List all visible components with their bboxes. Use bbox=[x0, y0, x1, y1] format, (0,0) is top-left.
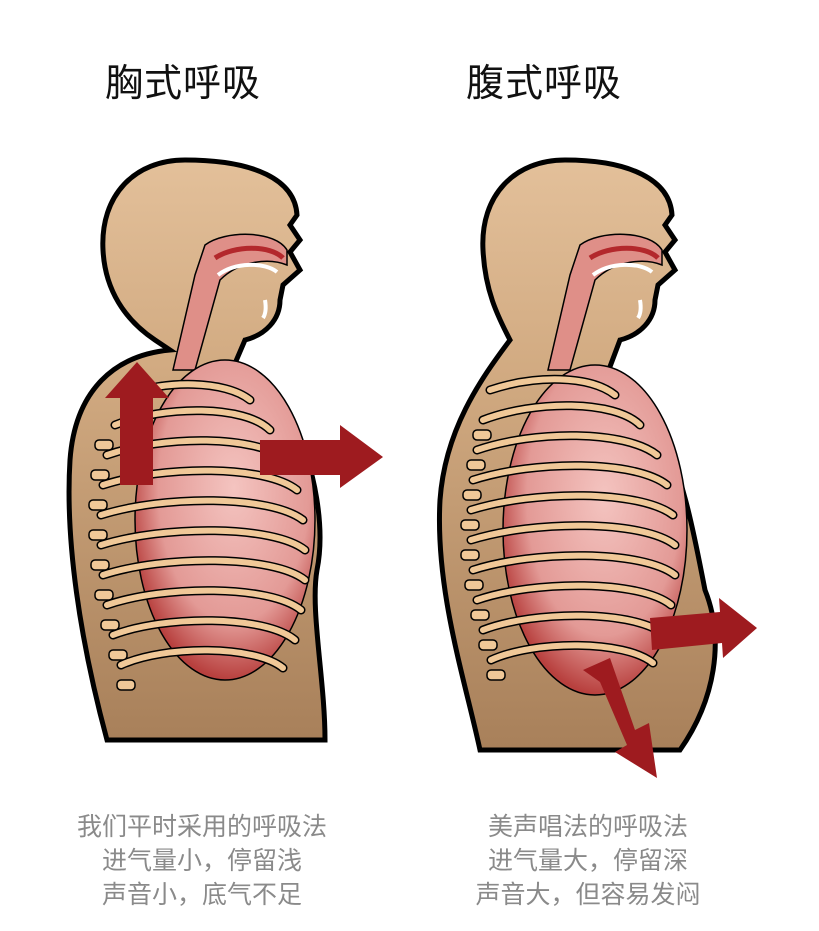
abdominal-breathing-caption: 美声唱法的呼吸法 进气量大，停留深 声音大，但容易发闷 bbox=[408, 810, 768, 912]
arrow-right-icon bbox=[650, 598, 757, 658]
abdominal-breathing-illustration bbox=[436, 157, 757, 778]
caption-line: 进气量小，停留浅 bbox=[101, 846, 302, 875]
chest-breathing-title: 胸式呼吸 bbox=[105, 61, 262, 105]
caption-line: 声音大，但容易发闷 bbox=[475, 880, 701, 909]
caption-line: 我们平时采用的呼吸法 bbox=[76, 812, 327, 841]
arrow-up-icon bbox=[105, 362, 169, 485]
caption-line: 美声唱法的呼吸法 bbox=[487, 812, 688, 841]
chest-breathing-illustration bbox=[66, 157, 383, 743]
caption-line: 声音小，底气不足 bbox=[101, 880, 302, 909]
abdominal-breathing-title: 腹式呼吸 bbox=[466, 61, 623, 105]
caption-line: 进气量大，停留深 bbox=[487, 846, 688, 875]
arrow-right-icon bbox=[260, 425, 383, 488]
arrow-down-right-icon bbox=[583, 658, 657, 778]
chest-breathing-caption: 我们平时采用的呼吸法 进气量小，停留浅 声音小，底气不足 bbox=[22, 810, 382, 912]
